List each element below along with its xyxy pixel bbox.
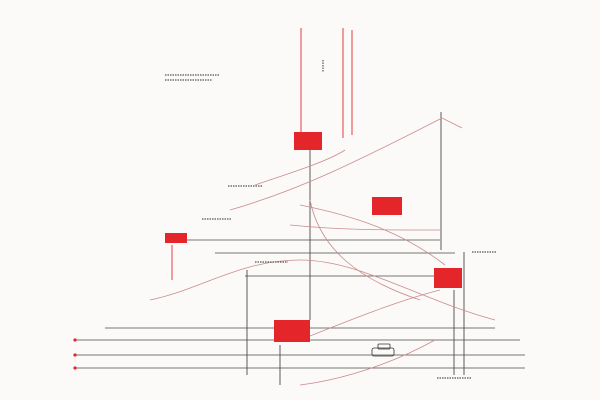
- box-4: [434, 268, 462, 288]
- vehicle-roof: [377, 343, 391, 350]
- connectors: [149, 117, 496, 386]
- box-1: [294, 132, 322, 150]
- box-4-rect: [434, 268, 462, 288]
- curve-8: [299, 339, 436, 386]
- box-2: [372, 197, 402, 215]
- scribble-labels: [165, 60, 496, 379]
- curve-4: [299, 204, 446, 266]
- node-boxes: [165, 132, 462, 342]
- box-5-rect: [274, 320, 310, 342]
- marker-2: [73, 353, 77, 357]
- vertical-stems: [171, 28, 465, 385]
- left-markers: [73, 338, 77, 370]
- curve-1: [229, 117, 443, 211]
- box-2-rect: [372, 197, 402, 215]
- horizontal-rules: [75, 239, 525, 369]
- curve-2: [441, 117, 463, 129]
- box-3-rect: [165, 233, 187, 243]
- box-3: [165, 233, 187, 243]
- vehicle-sketch: [371, 343, 395, 357]
- curve-7: [299, 289, 441, 341]
- curve-9: [309, 199, 421, 301]
- box-1-rect: [294, 132, 322, 150]
- marker-3: [73, 366, 77, 370]
- marker-1: [73, 338, 77, 342]
- curve-3: [254, 149, 346, 186]
- curve-5: [289, 224, 441, 231]
- curve-6: [149, 259, 496, 321]
- vehicle-body: [371, 347, 395, 357]
- box-5: [274, 320, 310, 342]
